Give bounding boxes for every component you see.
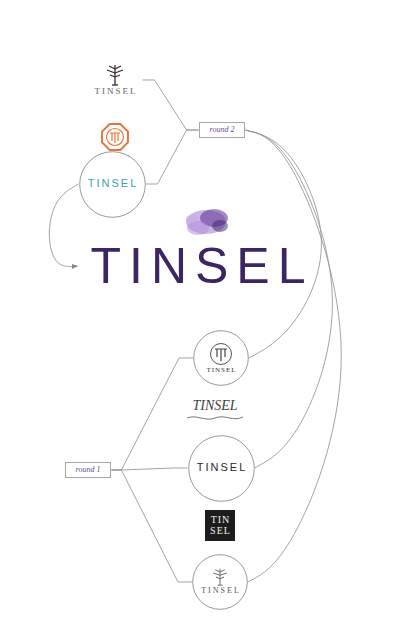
circle-logo: TINSEL <box>79 151 146 218</box>
tree-stroke <box>220 570 225 572</box>
final-logo: TINSEL <box>80 234 315 298</box>
tree-icon <box>210 568 230 586</box>
splash-blob <box>187 221 209 235</box>
octagon-icon <box>99 121 131 153</box>
splash-blob <box>212 220 228 232</box>
monogram-strokes <box>110 133 120 143</box>
dark-tag-logo: TIN SEL <box>205 510 235 541</box>
tree-stroke <box>115 75 120 77</box>
monogram-strokes <box>215 349 227 361</box>
logo-wordmark: TINSEL <box>86 177 139 190</box>
round-label-text: round 2 <box>210 125 235 135</box>
splash-blob <box>186 215 198 223</box>
tree-circle-logo: TINSEL <box>192 554 248 610</box>
tree-stroke <box>213 573 220 575</box>
connector-line <box>146 130 199 184</box>
monogram-icon <box>209 342 233 366</box>
circle-logo: TINSEL <box>188 435 255 502</box>
tree-stroke <box>115 66 121 69</box>
monogram-ring <box>211 343 232 364</box>
tree-stroke <box>220 577 224 579</box>
connector-line <box>111 468 187 470</box>
tree-stroke <box>112 84 118 85</box>
round-label: round 2 <box>199 122 246 138</box>
tree-stroke <box>216 577 220 579</box>
connector-line <box>245 130 341 582</box>
connector-line <box>111 358 193 470</box>
swirl-stroke <box>187 417 243 419</box>
monogram-logo: TINSEL <box>193 330 249 386</box>
tree-stroke <box>115 70 123 73</box>
connector-line <box>245 130 332 468</box>
tree-stroke <box>114 65 115 85</box>
script-logo: TINSEL <box>183 396 247 425</box>
circle-border <box>188 435 254 501</box>
tree-logo: TINSEL <box>91 62 140 99</box>
tree-stroke <box>215 570 220 572</box>
octagon-outline <box>102 124 128 150</box>
inner-ring <box>106 129 123 146</box>
tree-stroke <box>220 573 227 575</box>
circle-border <box>194 331 249 386</box>
logo-wordmark: TINSEL <box>199 586 241 596</box>
tree-stroke <box>109 66 115 69</box>
swirl-flourish <box>185 414 245 422</box>
tree-stroke <box>218 585 223 586</box>
tree-stroke <box>107 70 115 73</box>
tree-strokes <box>107 65 123 85</box>
connector-line <box>111 470 192 582</box>
circle-border <box>79 151 145 217</box>
logo-wordmark: TINSEL <box>93 86 138 97</box>
tree-strokes <box>213 569 226 585</box>
circle-border <box>193 555 248 610</box>
connector-line <box>143 80 199 130</box>
connector-arrow <box>49 184 78 267</box>
tree-icon <box>103 64 127 86</box>
tree-stroke <box>110 75 115 77</box>
watercolor-splash <box>186 209 228 235</box>
round-label-text: round 1 <box>76 465 101 475</box>
logo-wordmark: TIN SEL <box>209 514 231 537</box>
logo-wordmark: TINSEL <box>82 236 313 296</box>
logo-wordmark: TINSEL <box>192 398 237 415</box>
round-label: round 1 <box>65 462 112 478</box>
tree-stroke <box>219 569 220 585</box>
logo-wordmark: TINSEL <box>195 461 248 474</box>
logo-wordmark: TINSEL <box>205 366 236 374</box>
